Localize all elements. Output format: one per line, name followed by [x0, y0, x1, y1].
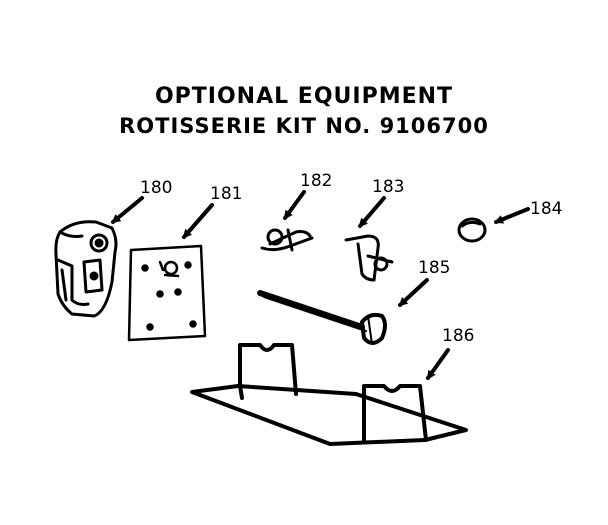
- part-label-181: 181: [210, 184, 242, 204]
- part-arrow-184: [494, 207, 530, 224]
- part-arrow-185: [398, 278, 429, 307]
- part-181-mounting-plate: 181: [127, 184, 242, 342]
- part-182-clip: 182: [260, 171, 332, 252]
- part-label-186: 186: [442, 326, 474, 346]
- part-label-185: 185: [418, 258, 450, 278]
- part-183-bracket: 183: [344, 177, 404, 282]
- part-arrow-186: [426, 348, 450, 380]
- part-label-182: 182: [300, 171, 332, 191]
- diagram-subtitle: ROTISSERIE KIT NO. 9106700: [119, 114, 489, 138]
- part-label-184: 184: [530, 199, 562, 219]
- part-185-spit-rod: 185: [257, 258, 450, 345]
- part-label-180: 180: [140, 178, 172, 198]
- part-186-spit-frame: 186: [190, 326, 474, 446]
- diagram-title: OPTIONAL EQUIPMENT: [154, 84, 454, 109]
- part-label-183: 183: [372, 177, 404, 197]
- part-arrow-182: [283, 190, 306, 220]
- part-arrow-180: [111, 196, 144, 224]
- part-184-knob: 184: [457, 199, 562, 243]
- part-arrow-181: [182, 203, 214, 239]
- part-180-motor: 180: [54, 178, 172, 318]
- part-arrow-183: [358, 196, 386, 228]
